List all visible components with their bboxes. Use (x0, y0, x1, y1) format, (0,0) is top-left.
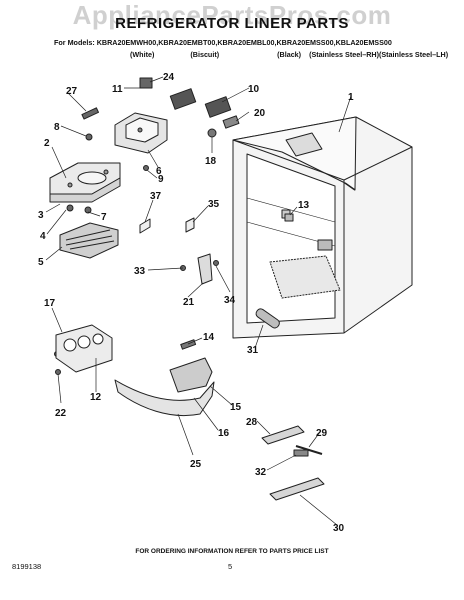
callout-31: 31 (247, 345, 259, 356)
callout-20: 20 (254, 108, 266, 119)
callout-37: 37 (150, 191, 162, 202)
page-title: REFRIGERATOR LINER PARTS (115, 15, 349, 32)
callout-17: 17 (44, 298, 56, 309)
ordering-note: FOR ORDERING INFORMATION REFER TO PARTS … (135, 548, 329, 555)
lower-rail-part (269, 477, 325, 501)
callout-29: 29 (316, 428, 328, 439)
callout-25: 25 (190, 459, 202, 470)
callout-6: 6 (156, 166, 162, 177)
upper-cover-part (114, 112, 168, 154)
callout-22: 22 (55, 408, 67, 419)
finish-black: (Black) (277, 50, 302, 59)
callout-35: 35 (208, 199, 220, 210)
finish-stainless: (Stainless Steel–RH)(Stainless Steel–LH) (309, 50, 449, 59)
rail-part (114, 339, 215, 417)
callout-30: 30 (333, 523, 345, 534)
callout-labels: 1 2 3 4 5 6 7 8 9 10 11 12 13 14 15 16 1… (38, 72, 354, 534)
callout-12: 12 (90, 392, 102, 403)
finish-white: (White) (130, 50, 155, 59)
callout-3: 3 (38, 210, 44, 221)
callout-10: 10 (248, 84, 260, 95)
callout-7: 7 (101, 212, 107, 223)
page-number: 5 (228, 562, 233, 571)
callout-32: 32 (255, 467, 267, 478)
callout-9: 9 (158, 174, 164, 185)
model-list: For Models: KBRA20EMWH00,KBRA20EMBT00,KB… (54, 38, 392, 47)
callout-1: 1 (348, 92, 354, 103)
callout-15: 15 (230, 402, 242, 413)
callout-4: 4 (40, 231, 46, 242)
callout-8: 8 (54, 122, 60, 133)
control-housing-part (49, 162, 121, 203)
callout-5: 5 (38, 257, 44, 268)
callout-28: 28 (246, 417, 258, 428)
slide-part (261, 425, 305, 445)
callout-21: 21 (183, 297, 195, 308)
small-parts (139, 213, 294, 234)
callout-27: 27 (66, 86, 78, 97)
leader-lines (45, 76, 352, 526)
callout-33: 33 (134, 266, 146, 277)
callout-14: 14 (203, 332, 215, 343)
vent-part (59, 222, 119, 259)
callout-24: 24 (163, 72, 175, 83)
callout-11: 11 (112, 84, 123, 95)
callout-18: 18 (205, 156, 217, 167)
callout-16: 16 (218, 428, 230, 439)
watermark: AppliancePartsPros.com (72, 0, 392, 30)
light-socket-parts (139, 77, 240, 138)
roller-part (255, 308, 280, 329)
bracket-part (197, 253, 213, 285)
callout-34: 34 (224, 295, 236, 306)
finish-list: (White) (Biscuit) (Black) (Stainless Ste… (130, 50, 448, 59)
callout-13: 13 (298, 200, 310, 211)
callout-2: 2 (44, 138, 50, 149)
liner-part (232, 116, 413, 339)
damper-part (55, 324, 113, 373)
shaft-part (293, 445, 323, 457)
document-number: 8199138 (12, 562, 42, 571)
finish-biscuit: (Biscuit) (190, 50, 220, 59)
